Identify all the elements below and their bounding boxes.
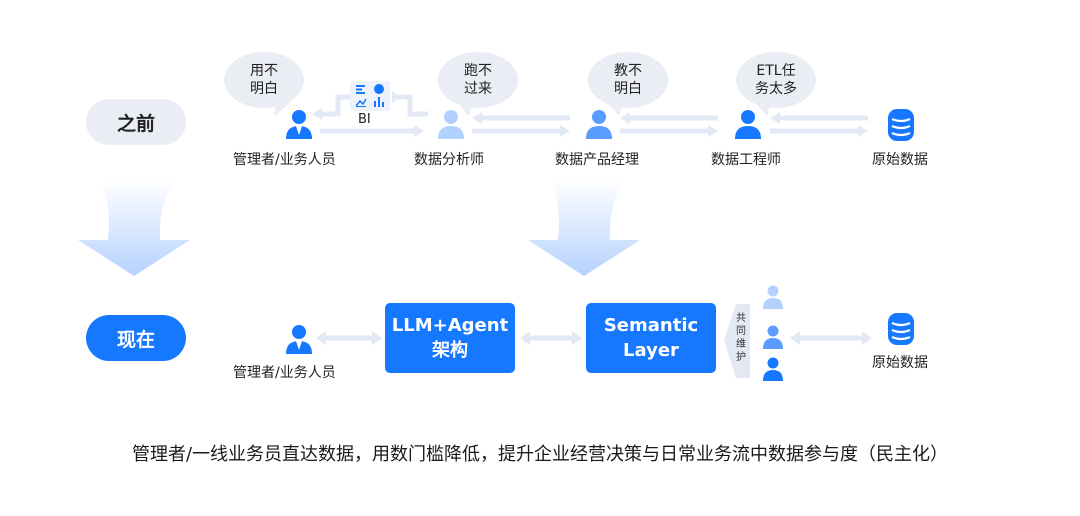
node-label-raw-data-now: 原始数据 [872,355,928,371]
summary-caption: 管理者/一线业务员直达数据，用数门槛降低，提升企业经营决策与日常业务流中数据参与… [131,444,949,465]
bubble-analyst-complaint: 跑不 过来 [438,52,518,108]
manager-icon-now [286,325,312,354]
bubble-pm-complaint: 教不 明白 [588,52,668,108]
co-maintain-label: 共同维护 [736,313,746,363]
node-label-data-engineer: 数据工程师 [711,152,781,168]
co-maintain-arrow [724,304,750,378]
database-icon-now [888,313,914,345]
analyst-icon [438,110,464,139]
semantic-layer-box: Semantic Layer [586,303,716,373]
now-label: 现在 [86,315,186,361]
node-label-manager: 管理者/业务人员 [233,152,336,168]
analyst-icon-now [763,285,783,309]
transition-arrow-right [528,180,640,276]
connector-analyst-bi [398,94,428,117]
bi-label: BI [358,112,371,127]
connector-bi-user [318,94,350,117]
product-manager-icon-now [763,325,783,349]
bi-icon [350,81,390,111]
bubble-user-complaint: 用不 明白 [224,52,304,108]
before-label: 之前 [86,99,186,145]
manager-icon [286,110,312,139]
node-label-raw-data: 原始数据 [872,152,928,168]
node-label-manager-now: 管理者/业务人员 [233,365,336,381]
now-connectors [316,304,872,378]
before-connectors [312,91,868,137]
data-engineer-icon [735,110,761,139]
product-manager-icon [586,110,612,139]
transition-arrow-left [78,180,190,276]
bubble-engineer-complaint: ETL任 务太多 [736,52,816,108]
llm-agent-box: LLM+Agent 架构 [385,303,515,373]
database-icon [888,109,914,141]
node-label-analyst: 数据分析师 [414,152,484,168]
node-label-product-manager: 数据产品经理 [555,152,639,168]
data-engineer-icon-now [763,357,783,381]
